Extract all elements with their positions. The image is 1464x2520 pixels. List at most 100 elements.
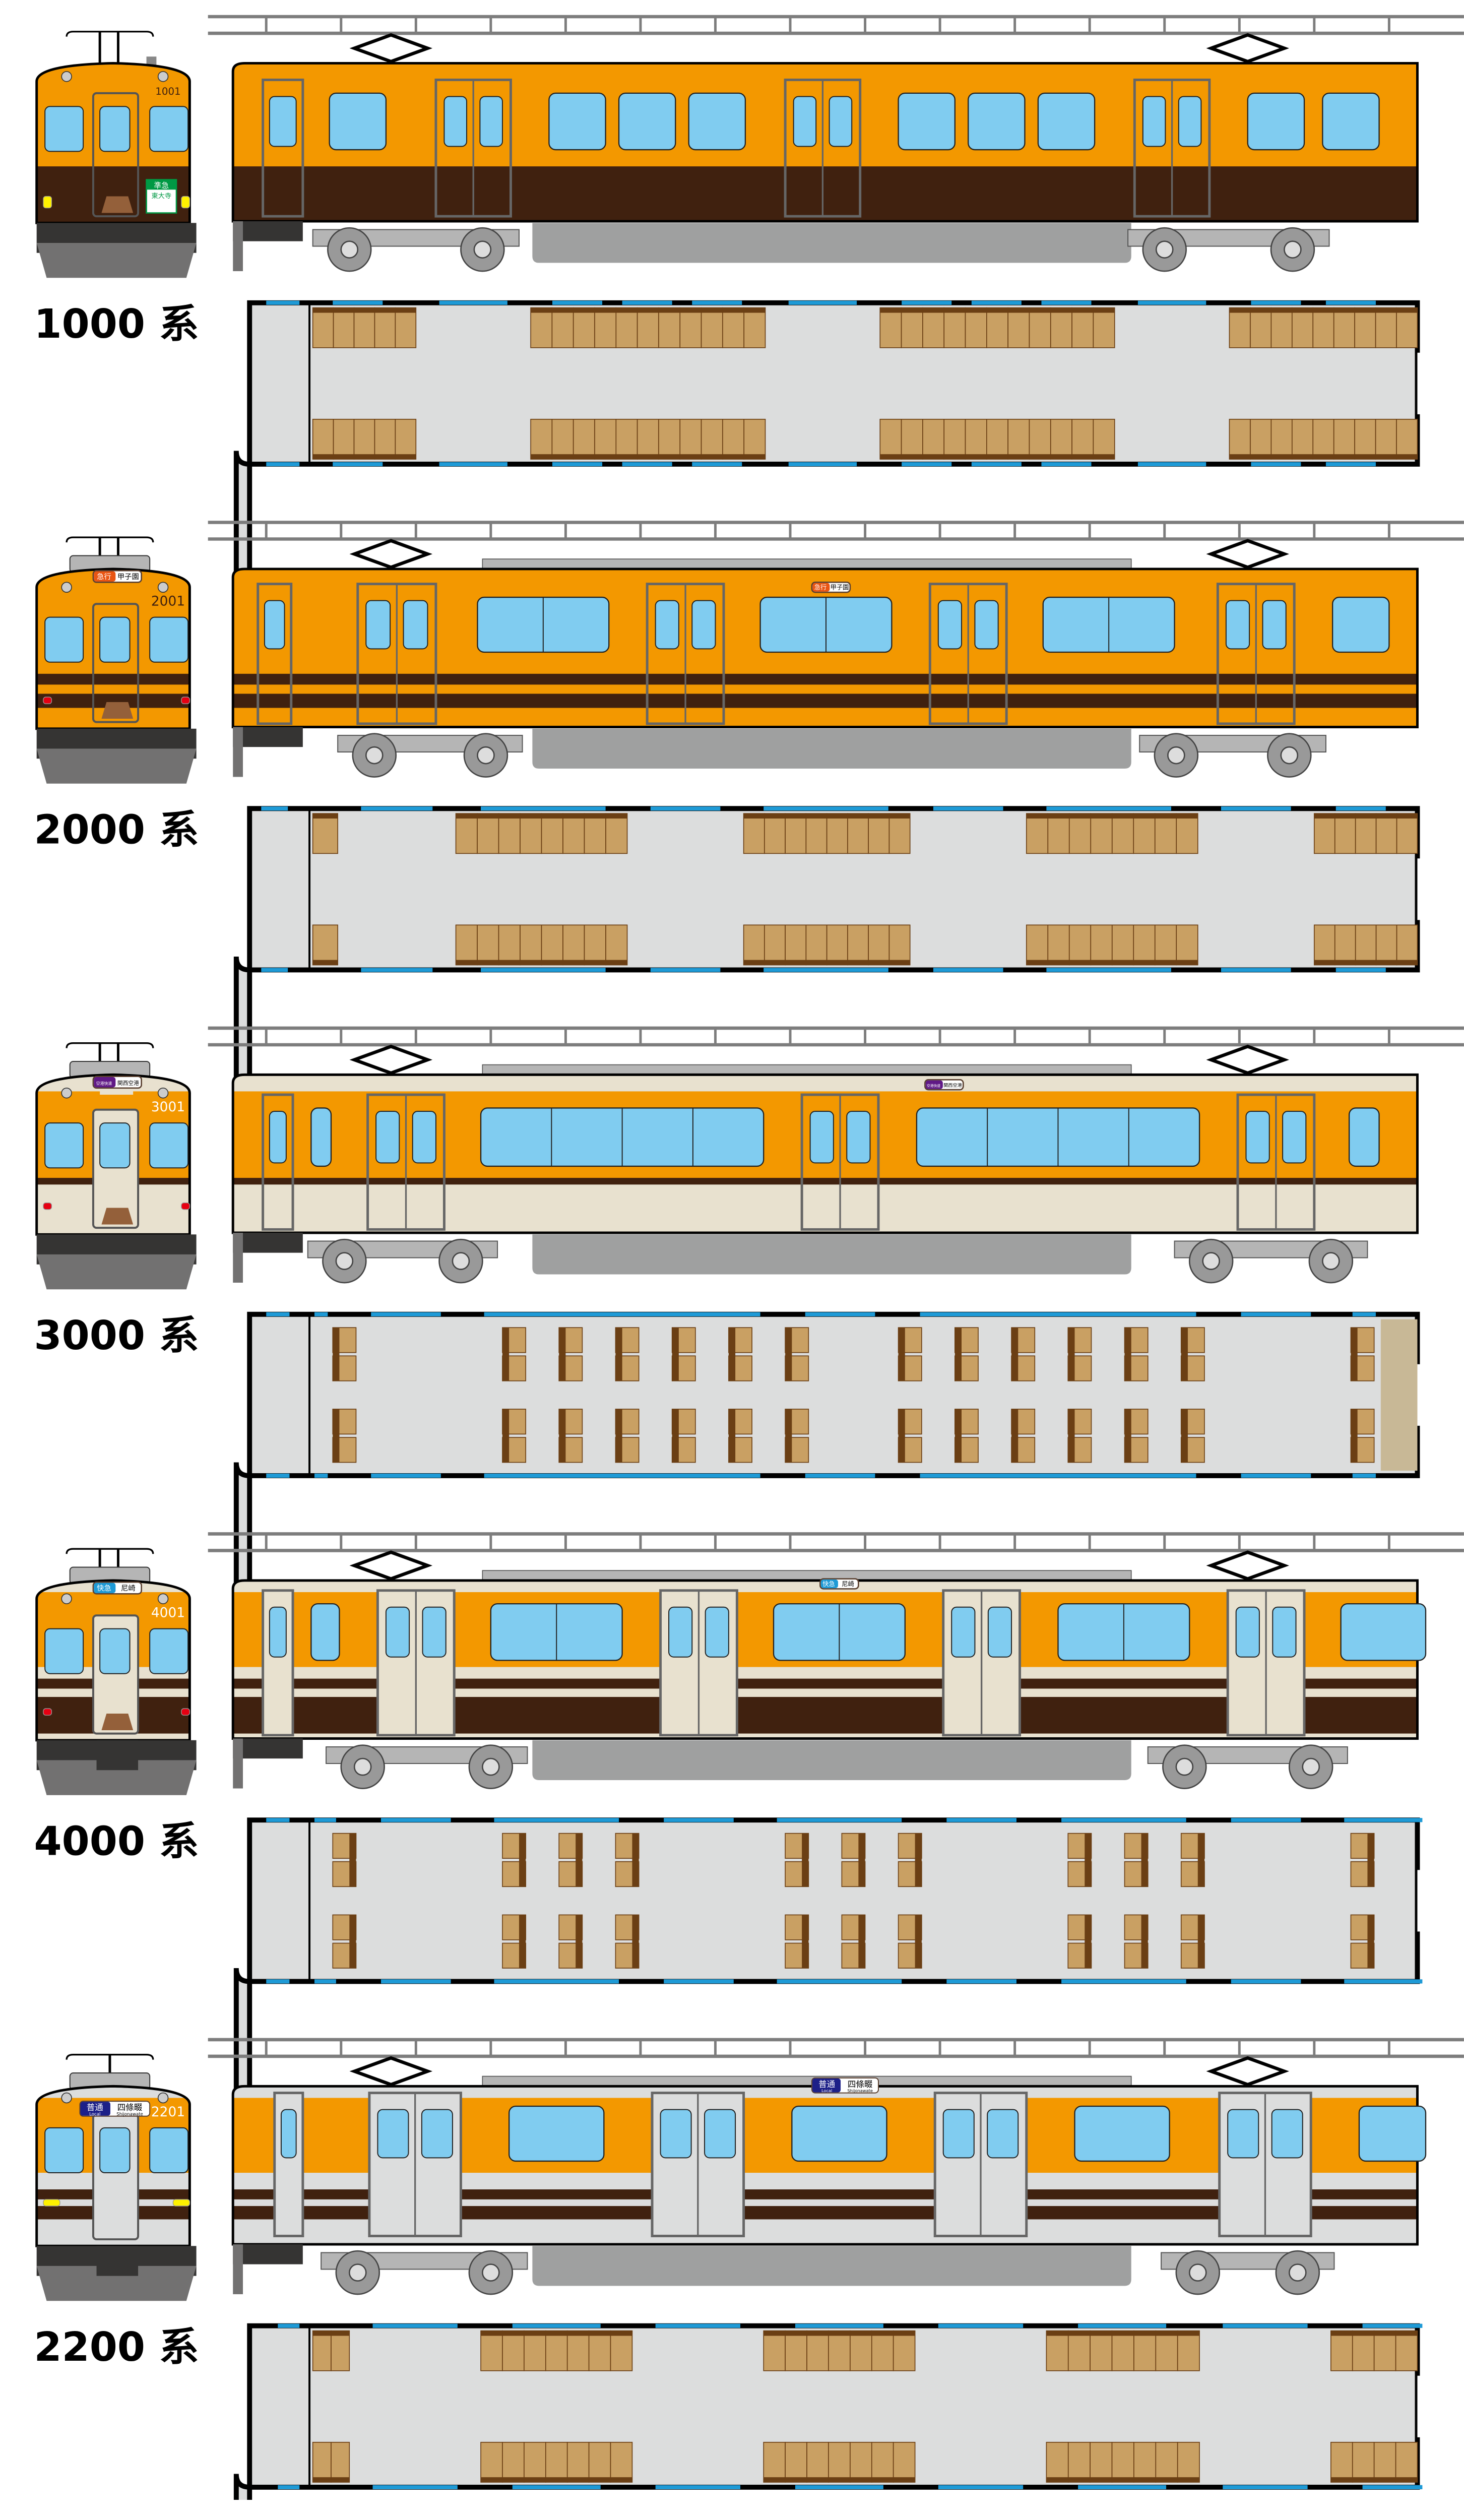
axle-box <box>365 746 384 765</box>
seat-back <box>1181 1409 1188 1463</box>
roof-duct <box>482 1570 1132 1581</box>
seat-back <box>1330 2477 1418 2483</box>
seat-back <box>743 813 910 819</box>
side-coupler-post <box>233 1233 243 1283</box>
seat <box>498 813 521 854</box>
axle-box <box>348 2263 367 2282</box>
seat <box>806 2330 829 2371</box>
seat <box>562 924 585 966</box>
seat <box>871 2441 894 2483</box>
side-coupler-post <box>233 1738 243 1789</box>
sign-destination-text: 四條畷 <box>848 2080 873 2089</box>
seat <box>847 813 869 854</box>
side-window <box>1037 92 1096 151</box>
seat <box>1067 2441 1091 2483</box>
seat <box>1312 419 1334 460</box>
seat-back <box>456 813 627 819</box>
seat <box>879 419 902 460</box>
sign-type-text: 快急 <box>822 1580 835 1588</box>
roof-duct <box>482 2075 1132 2087</box>
seat <box>922 419 945 460</box>
seat <box>331 2330 350 2371</box>
seat <box>1133 813 1156 854</box>
seat <box>498 924 521 966</box>
seat <box>545 2441 568 2483</box>
side-body <box>233 63 1418 222</box>
seat-back <box>502 1409 510 1463</box>
seat <box>1333 307 1355 348</box>
front-view: 3001空港快速関西空港3000 系 <box>34 1042 199 1359</box>
sign-type-en-text: Local <box>89 2112 100 2117</box>
roof-duct <box>482 558 1132 570</box>
axle-box <box>1284 240 1302 259</box>
sign-destination-text: 四條畷 <box>117 2103 143 2112</box>
seat-back <box>763 2477 915 2483</box>
sign-destination-text: 関西空港 <box>117 1080 139 1086</box>
seat <box>1395 2441 1418 2483</box>
seat <box>1046 2441 1069 2483</box>
side-coupler <box>233 221 303 241</box>
seat-back <box>349 1915 356 1969</box>
seat-back <box>1229 307 1418 313</box>
roof-duct <box>482 1064 1132 1076</box>
seat-back <box>576 1833 583 1887</box>
seat <box>1229 307 1251 348</box>
front-coupler-skirt <box>36 1760 197 1795</box>
door-window <box>1245 1111 1270 1164</box>
seat <box>1333 419 1355 460</box>
seat <box>868 813 890 854</box>
door-window <box>403 600 428 650</box>
side-window <box>329 92 387 151</box>
seat <box>1395 2330 1418 2371</box>
bogie <box>337 733 523 778</box>
seat-back <box>915 1915 922 1969</box>
seat <box>1047 924 1070 966</box>
seat-back <box>785 1328 792 1381</box>
side-skirt <box>532 223 1131 263</box>
seat <box>805 813 828 854</box>
coupler-box <box>96 2246 139 2276</box>
seat <box>1133 2330 1157 2371</box>
marker-light <box>157 582 169 593</box>
door-window <box>974 600 999 650</box>
headlight <box>181 196 190 209</box>
bogie <box>321 2250 528 2295</box>
seat <box>395 307 417 348</box>
headlight <box>43 697 52 704</box>
headlight <box>181 697 190 704</box>
seat <box>901 307 923 348</box>
front-outline <box>35 568 191 730</box>
seat-back <box>333 1328 340 1381</box>
pantograph-icon <box>1206 1044 1290 1075</box>
seat <box>1396 419 1418 460</box>
side-window <box>1331 596 1390 653</box>
door-window <box>1142 96 1166 147</box>
seat-back <box>672 1328 679 1381</box>
seat <box>893 2441 916 2483</box>
seat <box>965 307 987 348</box>
seat-back <box>858 1915 865 1969</box>
car-number: 3001 <box>151 1099 185 1115</box>
seat <box>551 419 574 460</box>
seat-back <box>898 1409 905 1463</box>
seat <box>594 419 617 460</box>
side-band <box>233 1678 1418 1690</box>
marker-light <box>61 1087 72 1099</box>
seat-back <box>915 1833 922 1887</box>
side-window <box>1340 1603 1427 1661</box>
seat-back <box>1351 1328 1358 1381</box>
pantograph-icon <box>349 539 433 570</box>
front-coupler-skirt <box>36 2265 197 2301</box>
seat <box>1270 307 1293 348</box>
seat-back <box>880 454 1115 460</box>
side-window <box>310 1107 332 1167</box>
seat <box>1373 2441 1396 2483</box>
door-window <box>269 96 297 147</box>
axle-box <box>335 1252 354 1270</box>
bogie <box>1127 227 1330 272</box>
series-label: 4000 系 <box>34 1818 199 1865</box>
side-view: 急行甲子園 <box>231 539 1419 778</box>
seat <box>1176 813 1198 854</box>
seat <box>1111 924 1134 966</box>
seat-back <box>728 1409 736 1463</box>
